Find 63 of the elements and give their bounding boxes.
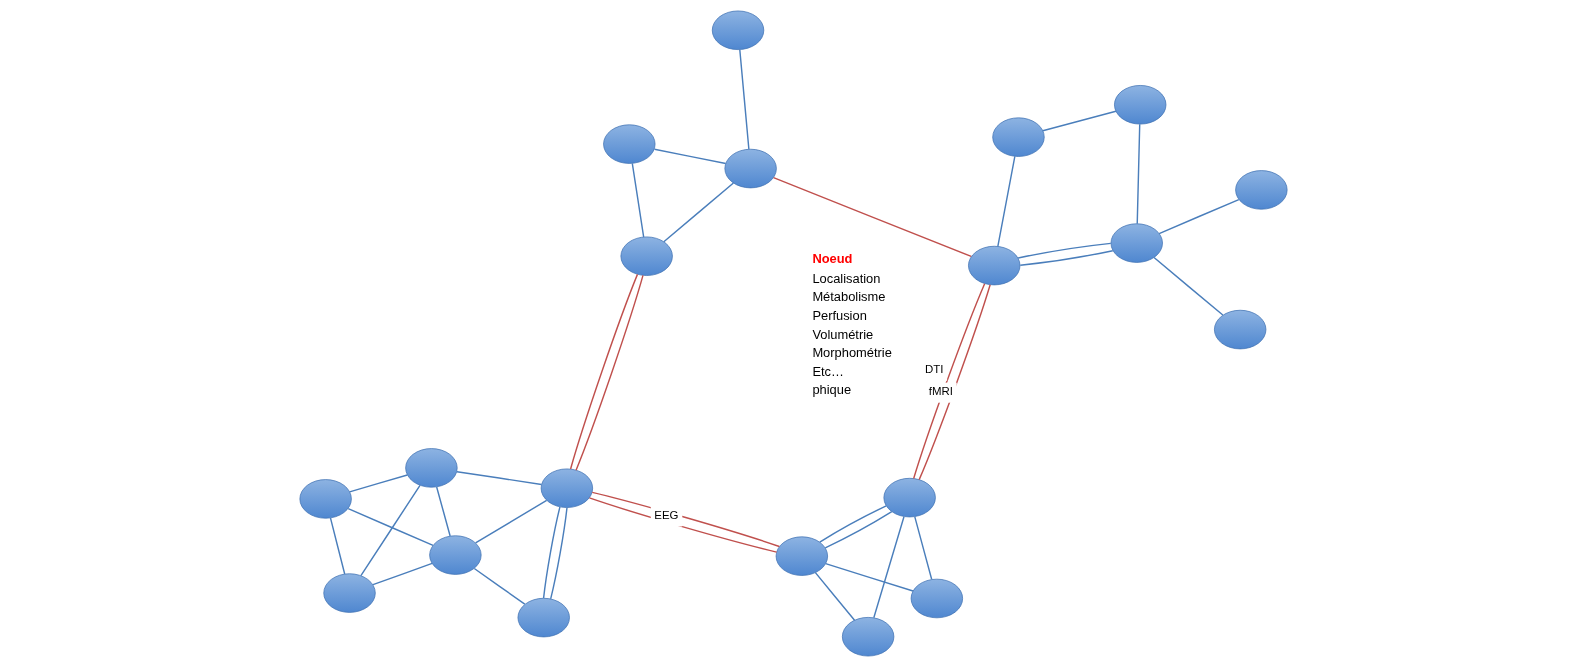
connector <box>347 507 434 547</box>
label: Etc… <box>812 363 844 379</box>
connector <box>653 148 727 165</box>
connector <box>569 273 639 470</box>
edge-label: EEG <box>654 509 679 522</box>
connector <box>1158 198 1240 235</box>
connector <box>814 571 856 621</box>
connector <box>549 507 568 600</box>
node-ellipse <box>775 536 828 576</box>
node-ellipse <box>1114 85 1167 125</box>
node-ellipse <box>1235 170 1288 210</box>
node-ellipse <box>299 479 352 519</box>
label: phique <box>812 382 852 398</box>
connector <box>1019 249 1114 267</box>
connector <box>631 162 645 238</box>
node-ellipse <box>968 245 1021 286</box>
connector <box>914 515 933 580</box>
connector <box>1136 123 1141 225</box>
label: Noeud <box>812 251 853 267</box>
connector <box>873 515 905 619</box>
node-ellipse <box>1110 223 1163 263</box>
connector <box>474 499 548 544</box>
connector <box>739 48 750 150</box>
edge-label: fMRI <box>928 385 953 398</box>
connector <box>329 517 346 575</box>
node-ellipse <box>992 117 1045 157</box>
connector <box>348 474 409 493</box>
connector <box>1042 110 1117 132</box>
node-ellipse <box>603 124 656 164</box>
connector <box>997 155 1016 248</box>
node-ellipse <box>711 10 765 50</box>
label: Métabolisme <box>812 289 886 305</box>
node-ellipse <box>910 578 963 619</box>
node-ellipse <box>517 597 570 638</box>
node-ellipse <box>429 535 482 575</box>
edge-label: DTI <box>924 363 944 376</box>
connector <box>819 505 887 543</box>
label: Volumétrie <box>812 326 874 342</box>
node-ellipse <box>724 148 777 189</box>
node-ellipse <box>1214 309 1267 350</box>
connector <box>456 471 543 486</box>
connector <box>542 506 561 599</box>
label: Perfusion <box>812 307 867 323</box>
connector <box>372 562 433 586</box>
node-ellipse <box>405 448 458 488</box>
label: Morphométrie <box>812 345 892 361</box>
node-ellipse <box>323 573 376 613</box>
connector <box>575 274 644 471</box>
connector <box>435 486 451 537</box>
node-ellipse <box>883 477 936 518</box>
connector <box>824 562 914 592</box>
connector <box>360 484 421 577</box>
connector <box>772 176 972 258</box>
label: Localisation <box>812 270 881 286</box>
connector <box>1017 242 1112 259</box>
connector <box>824 511 893 549</box>
connector <box>588 497 778 553</box>
connector <box>663 182 735 243</box>
node-ellipse <box>620 236 673 276</box>
connector <box>1153 256 1224 316</box>
node-ellipse <box>540 468 593 508</box>
node-ellipse <box>842 617 895 657</box>
connector <box>473 567 526 605</box>
